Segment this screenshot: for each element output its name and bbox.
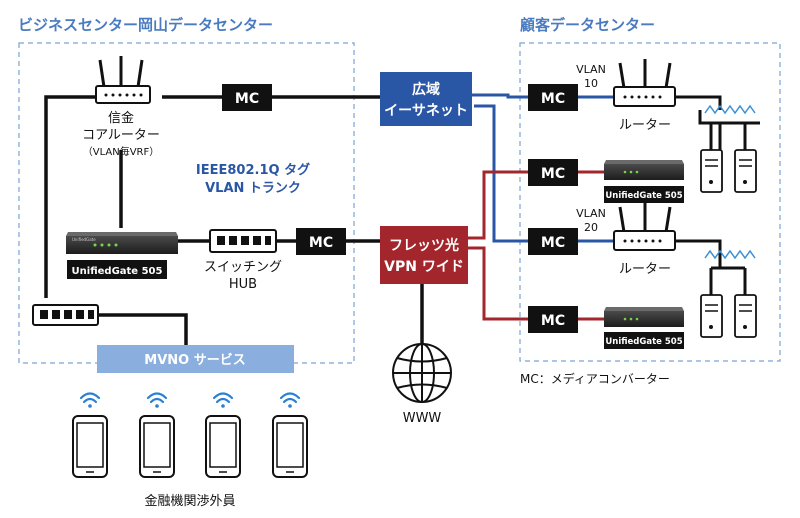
mc-box-right-4: MC — [528, 306, 578, 333]
right-section-title: 顧客データセンター — [520, 16, 655, 34]
svg-text:ルーター: ルーター — [619, 118, 671, 133]
mc-box-right-2: MC — [528, 159, 578, 186]
switching-hub: スイッチング HUB — [204, 229, 282, 292]
phone-icon — [272, 415, 308, 478]
svg-text:MC: MC — [541, 166, 565, 182]
server-group-2 — [700, 294, 757, 338]
svg-text:UnifiedGate 505: UnifiedGate 505 — [605, 191, 682, 201]
svg-text:スイッチング: スイッチング — [204, 260, 282, 275]
phone-icon — [139, 415, 175, 478]
wifi-icon — [79, 392, 101, 408]
router-right-1: ルーター — [613, 59, 676, 133]
router-icon — [613, 203, 676, 251]
phones-caption: 金融機関渉外員 — [144, 493, 235, 509]
svg-text:UnifiedGate 505: UnifiedGate 505 — [605, 337, 682, 347]
server-icon — [700, 149, 723, 193]
vlan-label-2: VLAN 20 — [576, 207, 606, 234]
www-globe: WWW — [392, 343, 452, 426]
svg-text:VLAN: VLAN — [576, 63, 606, 76]
wifi-icon — [212, 392, 234, 408]
svg-text:広域: 広域 — [412, 81, 440, 98]
router-icon — [95, 56, 151, 104]
svg-text:IEEE802.1Q タグ: IEEE802.1Q タグ — [196, 162, 310, 178]
mvno-service-bar: MVNO サービス — [97, 345, 294, 373]
svg-text:ルーター: ルーター — [619, 262, 671, 277]
mc-box-top-left: MC — [222, 84, 272, 111]
vlan-wave-1 — [704, 104, 756, 115]
svg-text:VPN ワイド: VPN ワイド — [384, 259, 464, 275]
unifiedgate-left: UnifiedGate UnifiedGate 505 — [66, 232, 178, 279]
svg-text:WWW: WWW — [403, 411, 442, 426]
svg-text:UnifiedGate 505: UnifiedGate 505 — [72, 266, 163, 277]
small-switch — [32, 304, 99, 326]
router-right-2: ルーター — [613, 203, 676, 277]
mc-legend: MC：メディアコンバーター — [520, 371, 670, 386]
wifi-icon — [279, 392, 301, 408]
router-icon — [613, 59, 676, 107]
svg-text:フレッツ光: フレッツ光 — [389, 237, 459, 254]
svg-text:イーサネット: イーサネット — [384, 103, 468, 119]
svg-text:20: 20 — [584, 221, 598, 234]
server-icon — [734, 149, 757, 193]
server-icon — [734, 294, 757, 338]
vlan-wave-2 — [704, 249, 756, 260]
mc-box-right-3: MC — [528, 228, 578, 255]
wide-ethernet-box: 広域 イーサネット — [380, 72, 472, 126]
svg-text:MC: MC — [541, 235, 565, 251]
mc-box-right-1: MC — [528, 84, 578, 111]
svg-text:MC: MC — [235, 91, 259, 107]
svg-text:MC: MC — [309, 235, 333, 251]
trunk-label: IEEE802.1Q タグ VLAN トランク — [196, 162, 310, 196]
vlan-label-1: VLAN 10 — [576, 63, 606, 90]
globe-icon — [392, 343, 452, 403]
svg-text:MC: MC — [541, 313, 565, 329]
right-datacenter-section: 顧客データセンター — [519, 16, 781, 362]
mc-box-middle-left: MC — [296, 228, 346, 255]
svg-text:MVNO サービス: MVNO サービス — [144, 352, 245, 368]
server-group-1 — [700, 149, 757, 193]
svg-text:VLAN: VLAN — [576, 207, 606, 220]
smartphone-4 — [272, 392, 308, 478]
svg-text:HUB: HUB — [229, 277, 257, 292]
phone-icon — [72, 415, 108, 478]
flets-vpn-box: フレッツ光 VPN ワイド — [380, 226, 468, 284]
unifiedgate-right-2: UnifiedGate 505 — [604, 307, 684, 349]
smartphone-3 — [205, 392, 241, 478]
right-server-links — [675, 95, 760, 295]
switch-icon — [209, 229, 277, 253]
svg-text:10: 10 — [584, 77, 598, 90]
core-router: 信金 コアルーター （VLAN毎VRF） — [82, 56, 160, 158]
smartphone-2 — [139, 392, 175, 478]
phone-icon — [205, 415, 241, 478]
core-router-label-3: （VLAN毎VRF） — [83, 145, 160, 158]
smartphone-1 — [72, 392, 108, 478]
smartphone-group — [72, 392, 308, 478]
svg-text:MC: MC — [541, 91, 565, 107]
svg-text:VLAN トランク: VLAN トランク — [205, 181, 301, 196]
svg-text:UnifiedGate: UnifiedGate — [72, 237, 96, 242]
core-router-label-2: コアルーター — [82, 128, 160, 143]
wifi-icon — [146, 392, 168, 408]
server-icon — [700, 294, 723, 338]
core-router-label-1: 信金 — [108, 110, 134, 126]
left-section-title: ビジネスセンター岡山データセンター — [18, 16, 273, 34]
unifiedgate-right-1: UnifiedGate 505 — [604, 160, 684, 203]
